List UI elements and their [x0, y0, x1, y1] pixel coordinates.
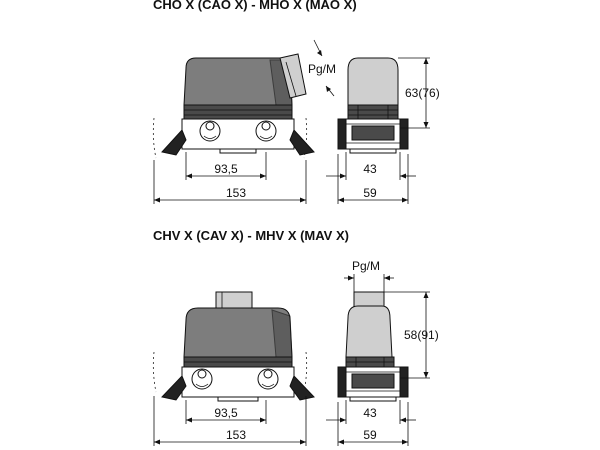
bottom-title: CHV X (CAV X) - MHV X (MAV X): [153, 228, 349, 243]
top-side-view: [337, 57, 409, 154]
bottom-front-dims: 93,5 153: [153, 396, 307, 446]
top-gland-label: Pg/M: [308, 62, 336, 76]
top-side-dims: 63(76) 43 59: [326, 57, 440, 204]
bottom-side-view: [337, 291, 409, 402]
top-title: CHO X (CAO X) - MHO X (MAO X): [153, 0, 357, 12]
bottom-gland-label: Pg/M: [352, 259, 380, 273]
bottom-dim-height: 58(91): [404, 328, 439, 342]
top-dim-side-outer: 59: [363, 186, 377, 200]
top-dim-outer: 153: [226, 186, 246, 200]
top-front-view: [152, 53, 315, 159]
top-dim-inner: 93,5: [214, 162, 238, 176]
bottom-dim-inner: 93,5: [214, 406, 238, 420]
top-front-dims: 93,5 153 Pg/M: [153, 39, 336, 204]
bottom-side-dims: Pg/M 58(91) 43 59: [326, 259, 439, 446]
bottom-front-view: [152, 291, 315, 402]
top-dim-height: 63(76): [405, 86, 440, 100]
bottom-dim-outer: 153: [226, 428, 246, 442]
top-dim-side-inner: 43: [363, 162, 377, 176]
bottom-dim-side-outer: 59: [363, 428, 377, 442]
bottom-dim-side-inner: 43: [363, 406, 377, 420]
